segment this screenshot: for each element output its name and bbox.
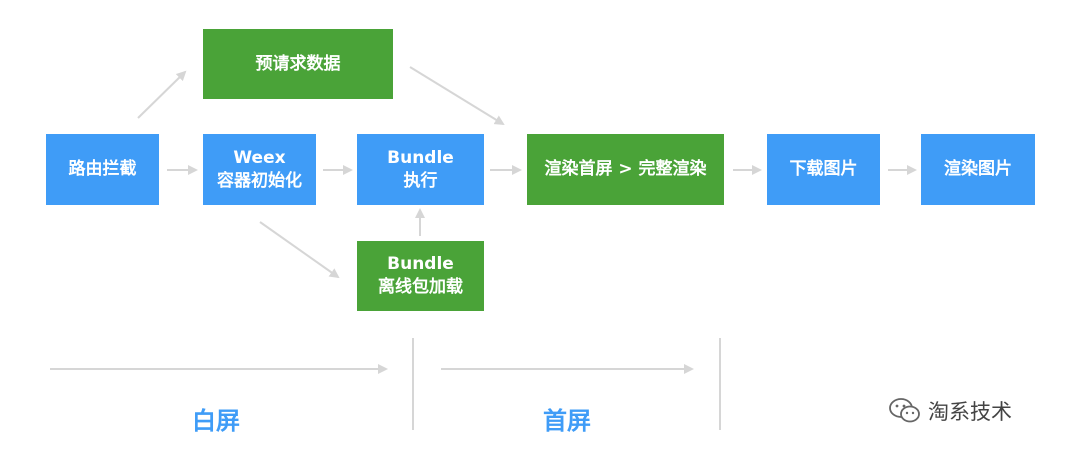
bundle-exec-label-line1: Bundle [387,147,454,168]
render-image-label: 渲染图片 [944,159,1012,179]
render-image-box: 渲染图片 [921,134,1035,205]
prefetch-label: 预请求数据 [255,53,341,74]
weex-init-label-line2: 容器初始化 [217,170,302,191]
arrow-prefetch-to-render [409,66,505,126]
bundle-exec-box: Bundle 执行 [357,134,484,205]
route-intercept-box: 路由拦截 [46,134,159,205]
bundle-exec-label-line2: 执行 [403,170,438,191]
phase-first-screen: 首屏 [543,407,591,435]
wechat-icon [889,398,920,423]
render-label: 渲染首屏 > 完整渲染 [544,159,707,179]
watermark: 淘系技术 [888,396,1012,426]
bundle-offline-label-line2: 离线包加载 [378,277,463,297]
arrow-weex-to-offline [259,221,340,279]
bundle-offline-label-line1: Bundle [387,254,454,274]
arrow-route-to-prefetch [137,70,187,119]
phase-white-screen: 白屏 [192,407,240,435]
weex-init-box: Weex 容器初始化 [203,134,316,205]
bundle-offline-box: Bundle 离线包加载 [357,241,484,311]
watermark-text: 淘系技术 [928,400,1012,424]
download-image-box: 下载图片 [767,134,880,205]
download-image-label: 下载图片 [789,159,858,179]
render-box: 渲染首屏 > 完整渲染 [527,134,724,205]
prefetch-box: 预请求数据 [203,29,393,99]
route-intercept-label: 路由拦截 [68,159,137,179]
weex-init-label-line1: Weex [233,147,286,168]
